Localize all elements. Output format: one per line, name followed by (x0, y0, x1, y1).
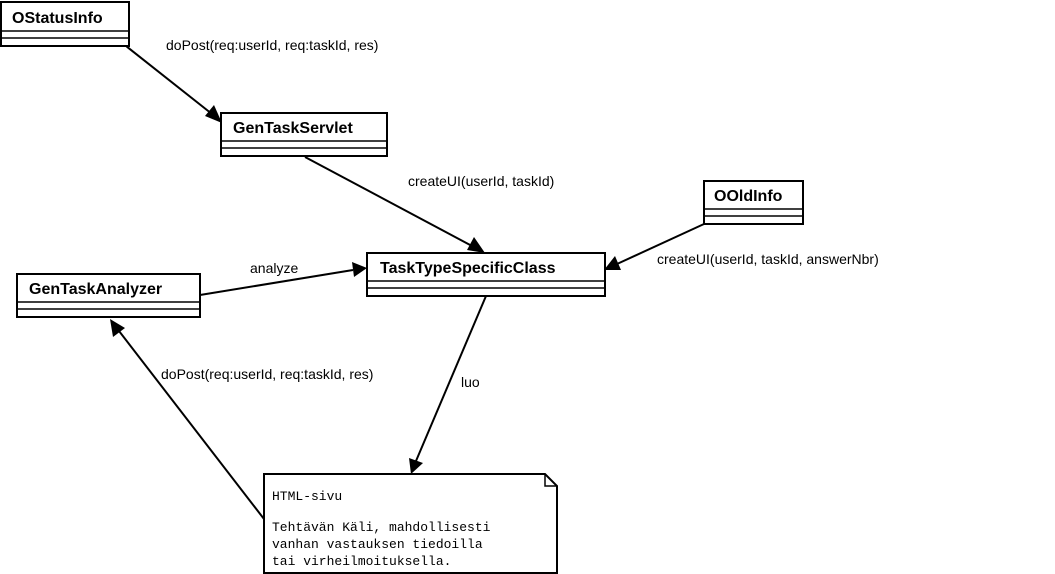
edge-label-servlet-to-tasktype: createUI(userId, taskId) (408, 173, 554, 189)
class-gentaskanalyzer[interactable]: GenTaskAnalyzer (16, 273, 201, 318)
class-tasktypespecificclass[interactable]: TaskTypeSpecificClass (366, 252, 606, 297)
class-ostatusinfo[interactable]: OStatusInfo (0, 1, 130, 47)
class-gentaskservlet-name: GenTaskServlet (233, 120, 353, 137)
edge-analyzer-to-tasktype: analyze (199, 260, 367, 296)
edge-label-ostatus-to-servlet: doPost(req:userId, req:taskId, res) (166, 37, 378, 53)
note-line-3: tai virheilmoituksella. (272, 554, 451, 569)
edge-label-note-to-analyzer: doPost(req:userId, req:taskId, res) (161, 366, 373, 382)
edge-servlet-to-tasktype: createUI(userId, taskId) (304, 156, 554, 253)
edge-note-to-analyzer: doPost(req:userId, req:taskId, res) (110, 319, 373, 520)
class-ooldinfo[interactable]: OOldInfo (703, 180, 804, 225)
class-gentaskservlet[interactable]: GenTaskServlet (220, 112, 388, 157)
edge-ostatus-to-servlet: doPost(req:userId, req:taskId, res) (125, 37, 378, 123)
edge-label-tasktype-to-note: luo (461, 374, 480, 390)
class-tasktypespecificclass-name: TaskTypeSpecificClass (380, 260, 556, 277)
edge-label-oold-to-tasktype: createUI(userId, taskId, answerNbr) (657, 251, 879, 267)
note-title: HTML-sivu (272, 489, 342, 504)
edge-oold-to-tasktype: createUI(userId, taskId, answerNbr) (604, 223, 879, 270)
edge-tasktype-to-note: luo (409, 295, 487, 474)
note-html-sivu[interactable]: HTML-sivu Tehtävän Käli, mahdollisesti v… (263, 473, 558, 574)
class-ooldinfo-name: OOldInfo (714, 188, 783, 205)
edge-label-analyzer-to-tasktype: analyze (250, 260, 298, 276)
class-gentaskanalyzer-name: GenTaskAnalyzer (29, 281, 162, 298)
note-line-2: vanhan vastauksen tiedoilla (272, 537, 483, 552)
note-line-1: Tehtävän Käli, mahdollisesti (272, 520, 491, 535)
class-ostatusinfo-name: OStatusInfo (12, 10, 103, 27)
